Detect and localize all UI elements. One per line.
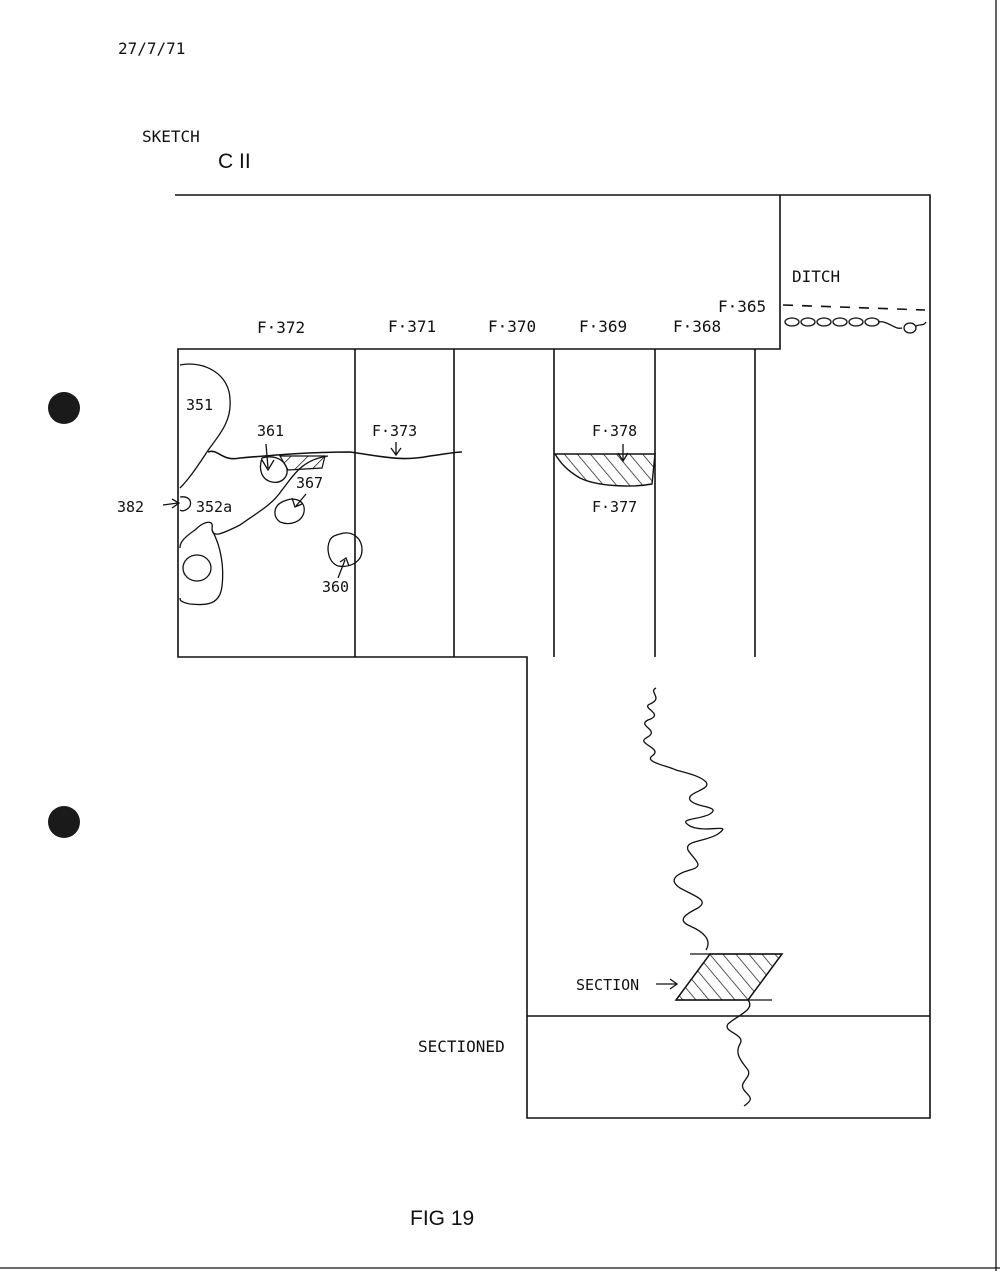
label-f365: F·365	[718, 297, 766, 316]
feature-361-hatch	[278, 455, 326, 471]
soil-boundary-line	[207, 450, 463, 460]
label-f373: F·373	[372, 422, 417, 440]
arrow-section	[656, 978, 679, 990]
label-f368: F·368	[673, 317, 721, 336]
trench-outline	[175, 194, 931, 1119]
feature-small-pit	[182, 554, 212, 582]
punch-hole-top	[48, 392, 80, 424]
arrow-360	[337, 557, 350, 579]
figure-caption: FIG 19	[410, 1207, 474, 1230]
sketch-label: SKETCH	[142, 127, 200, 146]
sketch-date: 27/7/71	[118, 39, 185, 58]
label-f377: F·377	[592, 498, 637, 516]
arrow-f373	[390, 442, 402, 457]
label-f371: F·371	[388, 317, 436, 336]
label-f378: F·378	[592, 422, 637, 440]
label-sectioned: SECTIONED	[418, 1037, 505, 1056]
label-f370: F·370	[488, 317, 536, 336]
feature-f377-hatched-pit	[553, 453, 656, 487]
label-360: 360	[322, 578, 349, 596]
ditch-dashed-line	[782, 304, 926, 311]
arrow-367	[291, 493, 307, 508]
feature-382-outline	[179, 496, 192, 512]
label-ditch: DITCH	[792, 267, 840, 286]
label-section: SECTION	[576, 976, 639, 994]
feature-360-outline	[327, 532, 363, 568]
label-382: 382	[117, 498, 144, 516]
arrow-361	[261, 443, 275, 472]
punch-hole-bottom	[48, 806, 80, 838]
ditch-stones	[784, 317, 927, 334]
arrow-382	[162, 498, 181, 509]
area-label: C II	[218, 150, 251, 173]
feature-351-outline	[179, 363, 231, 489]
label-352a: 352a	[196, 498, 232, 516]
label-367: 367	[296, 474, 323, 492]
section-hatched-block	[674, 953, 784, 1001]
feature-lower-outline	[179, 529, 224, 606]
section-squiggle-upper	[643, 687, 724, 951]
label-f372: F·372	[257, 318, 305, 337]
section-squiggle-lower	[726, 999, 751, 1107]
label-361: 361	[257, 422, 284, 440]
feature-361-outline	[259, 456, 288, 483]
feature-352a-boundary	[179, 455, 329, 549]
label-f369: F·369	[579, 317, 627, 336]
feature-367-outline	[274, 498, 305, 525]
label-351: 351	[186, 396, 213, 414]
